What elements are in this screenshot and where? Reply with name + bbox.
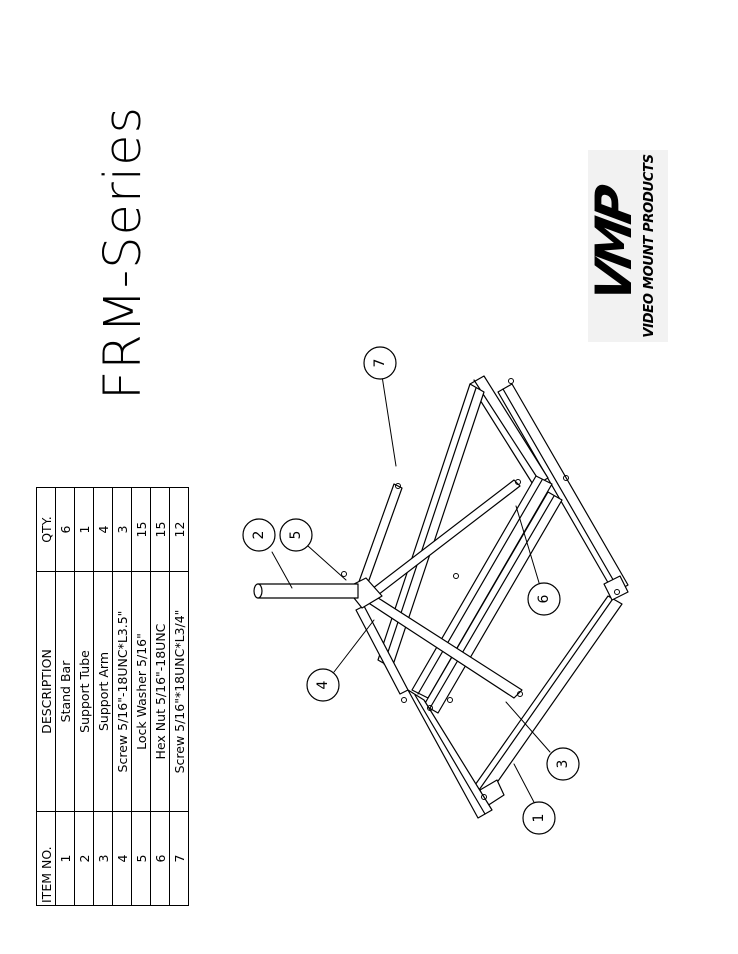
stand-bar-front-right [497,383,629,601]
stand-bar-rear [407,689,493,819]
leader-lines [271,375,551,807]
callout-5: 5 [279,518,313,552]
callout-6: 6 [527,582,561,616]
callout-5-label: 5 [288,531,304,540]
callout-3-label: 3 [555,760,571,769]
callout-3: 3 [546,747,580,781]
callout-7-label: 7 [372,359,388,368]
vmp-logo: VMP VIDEO MOUNT PRODUCTS [585,150,668,342]
callout-6-label: 6 [536,594,552,603]
callout-2: 2 [242,518,276,552]
callout-1-label: 1 [531,814,547,823]
stand-bar-front-left [467,595,623,807]
support-tube [253,583,359,599]
callout-4-label: 4 [315,680,331,689]
callout-2-label: 2 [251,531,267,540]
callout-7: 7 [363,346,397,380]
callout-1: 1 [522,801,556,835]
stand-bar-back-right [469,375,549,487]
bolts [341,378,620,800]
callout-4: 4 [306,668,340,702]
